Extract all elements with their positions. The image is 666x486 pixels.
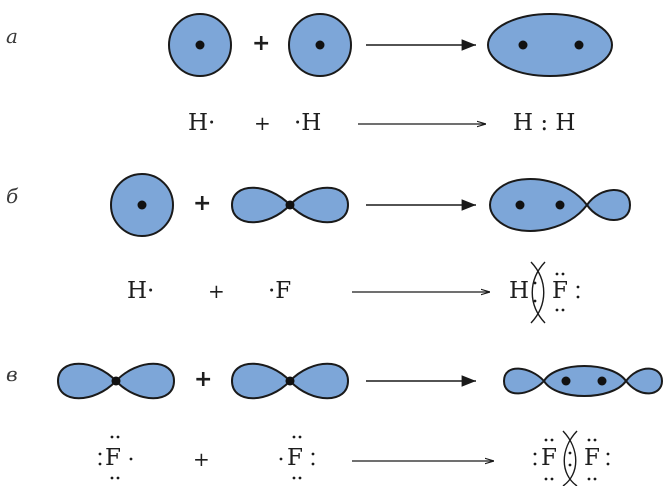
nucleus-dot — [574, 40, 584, 50]
row-label-b: б — [6, 184, 19, 208]
shared-pair-arcs — [562, 430, 578, 486]
equation-left: H· — [127, 278, 155, 304]
plus-sign: + — [194, 367, 213, 392]
plus-sign: + — [252, 31, 271, 56]
row-a-orbitals — [168, 13, 613, 77]
nucleus-dot — [111, 376, 121, 386]
equation-right: ·H — [294, 110, 322, 136]
lone-pair-dots — [98, 435, 133, 480]
nucleus-dot — [518, 40, 528, 50]
equation-right: ·F — [268, 278, 292, 304]
equation-result-atom: H — [509, 278, 530, 304]
lone-pair-dots — [533, 438, 610, 481]
nucleus-dot — [515, 200, 525, 210]
equation-plus: + — [208, 279, 225, 303]
row-b-orbitals — [110, 173, 632, 237]
equation-left: H· — [188, 110, 216, 136]
equation-result: H : H — [513, 110, 576, 136]
row-label-a: а — [6, 24, 18, 48]
equation-result-atom: F — [584, 445, 600, 471]
lone-pair-dots — [533, 272, 580, 312]
equation-right: F — [287, 445, 303, 471]
row-label-c: в — [6, 362, 18, 386]
equation-result-atom: F — [541, 445, 557, 471]
lone-pair-dots — [279, 435, 315, 480]
h2-molecular-orbital — [487, 13, 613, 77]
equation-plus: + — [254, 111, 271, 135]
nucleus-dot — [137, 200, 147, 210]
nucleus-dot — [597, 376, 607, 386]
shared-pair-arcs — [530, 261, 546, 324]
nucleus-dot — [285, 200, 295, 210]
equation-left: F — [105, 445, 121, 471]
nucleus-dot — [561, 376, 571, 386]
f2-molecular-orbital — [502, 365, 664, 397]
equation-result-atom: F — [552, 278, 568, 304]
row-c-orbitals — [56, 362, 664, 400]
nucleus-dot — [315, 40, 325, 50]
equation-plus: + — [193, 447, 210, 471]
nucleus-dot — [285, 376, 295, 386]
nucleus-dot — [555, 200, 565, 210]
plus-sign: + — [193, 191, 212, 216]
nucleus-dot — [195, 40, 205, 50]
